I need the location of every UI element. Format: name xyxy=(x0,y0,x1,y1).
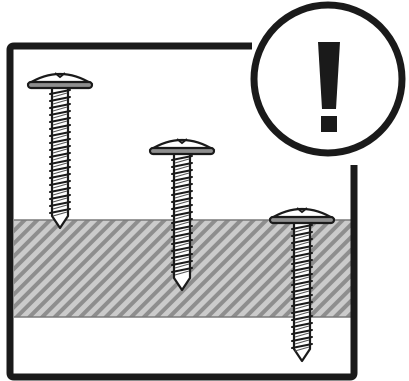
screws xyxy=(26,72,336,363)
screw-too-long xyxy=(268,207,336,363)
screw-too-short xyxy=(26,72,94,230)
exclamation-icon xyxy=(318,42,340,132)
warning-badge xyxy=(250,1,406,157)
screw-correct xyxy=(148,138,216,292)
frame xyxy=(6,42,358,381)
